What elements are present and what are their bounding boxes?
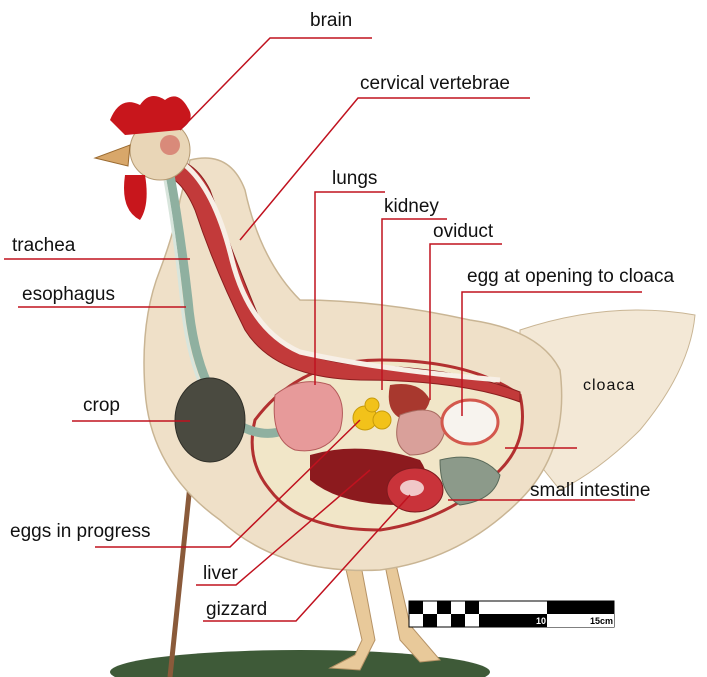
scale-tick-3: 3 — [440, 616, 445, 626]
scale-tick-4: 4 — [454, 616, 459, 626]
crop-organ — [175, 378, 245, 462]
label-eggs-in-progress: eggs in progress — [10, 522, 150, 541]
label-brain: brain — [310, 11, 352, 30]
scale-bar: 1 2 3 4 5 10 15cm — [409, 601, 614, 627]
gizzard-highlight — [400, 480, 424, 496]
label-gizzard: gizzard — [206, 600, 267, 619]
lungs-organ — [274, 382, 342, 451]
comb — [110, 96, 191, 135]
label-oviduct: oviduct — [433, 222, 493, 241]
support-rod — [170, 485, 190, 677]
wattle — [124, 175, 147, 220]
label-liver: liver — [203, 564, 238, 583]
label-lungs: lungs — [332, 169, 377, 188]
scale-tick-15cm: 15cm — [590, 616, 613, 626]
beak — [95, 145, 130, 166]
egg-at-cloaca — [442, 400, 498, 444]
label-esophagus: esophagus — [22, 285, 115, 304]
label-trachea: trachea — [12, 236, 75, 255]
label-cervical-vertebrae: cervical vertebrae — [360, 74, 510, 93]
scale-tick-10: 10 — [536, 616, 546, 626]
scale-tick-1: 1 — [411, 616, 416, 626]
label-crop: crop — [83, 396, 120, 415]
label-small-intestine: small intestine — [530, 481, 650, 500]
label-egg-at-opening: egg at opening to cloaca — [467, 267, 674, 286]
scale-tick-2: 2 — [426, 616, 431, 626]
label-cloaca: cloaca — [583, 378, 635, 394]
brain-organ — [160, 135, 180, 155]
label-kidney: kidney — [384, 197, 439, 216]
scale-tick-5: 5 — [470, 616, 475, 626]
